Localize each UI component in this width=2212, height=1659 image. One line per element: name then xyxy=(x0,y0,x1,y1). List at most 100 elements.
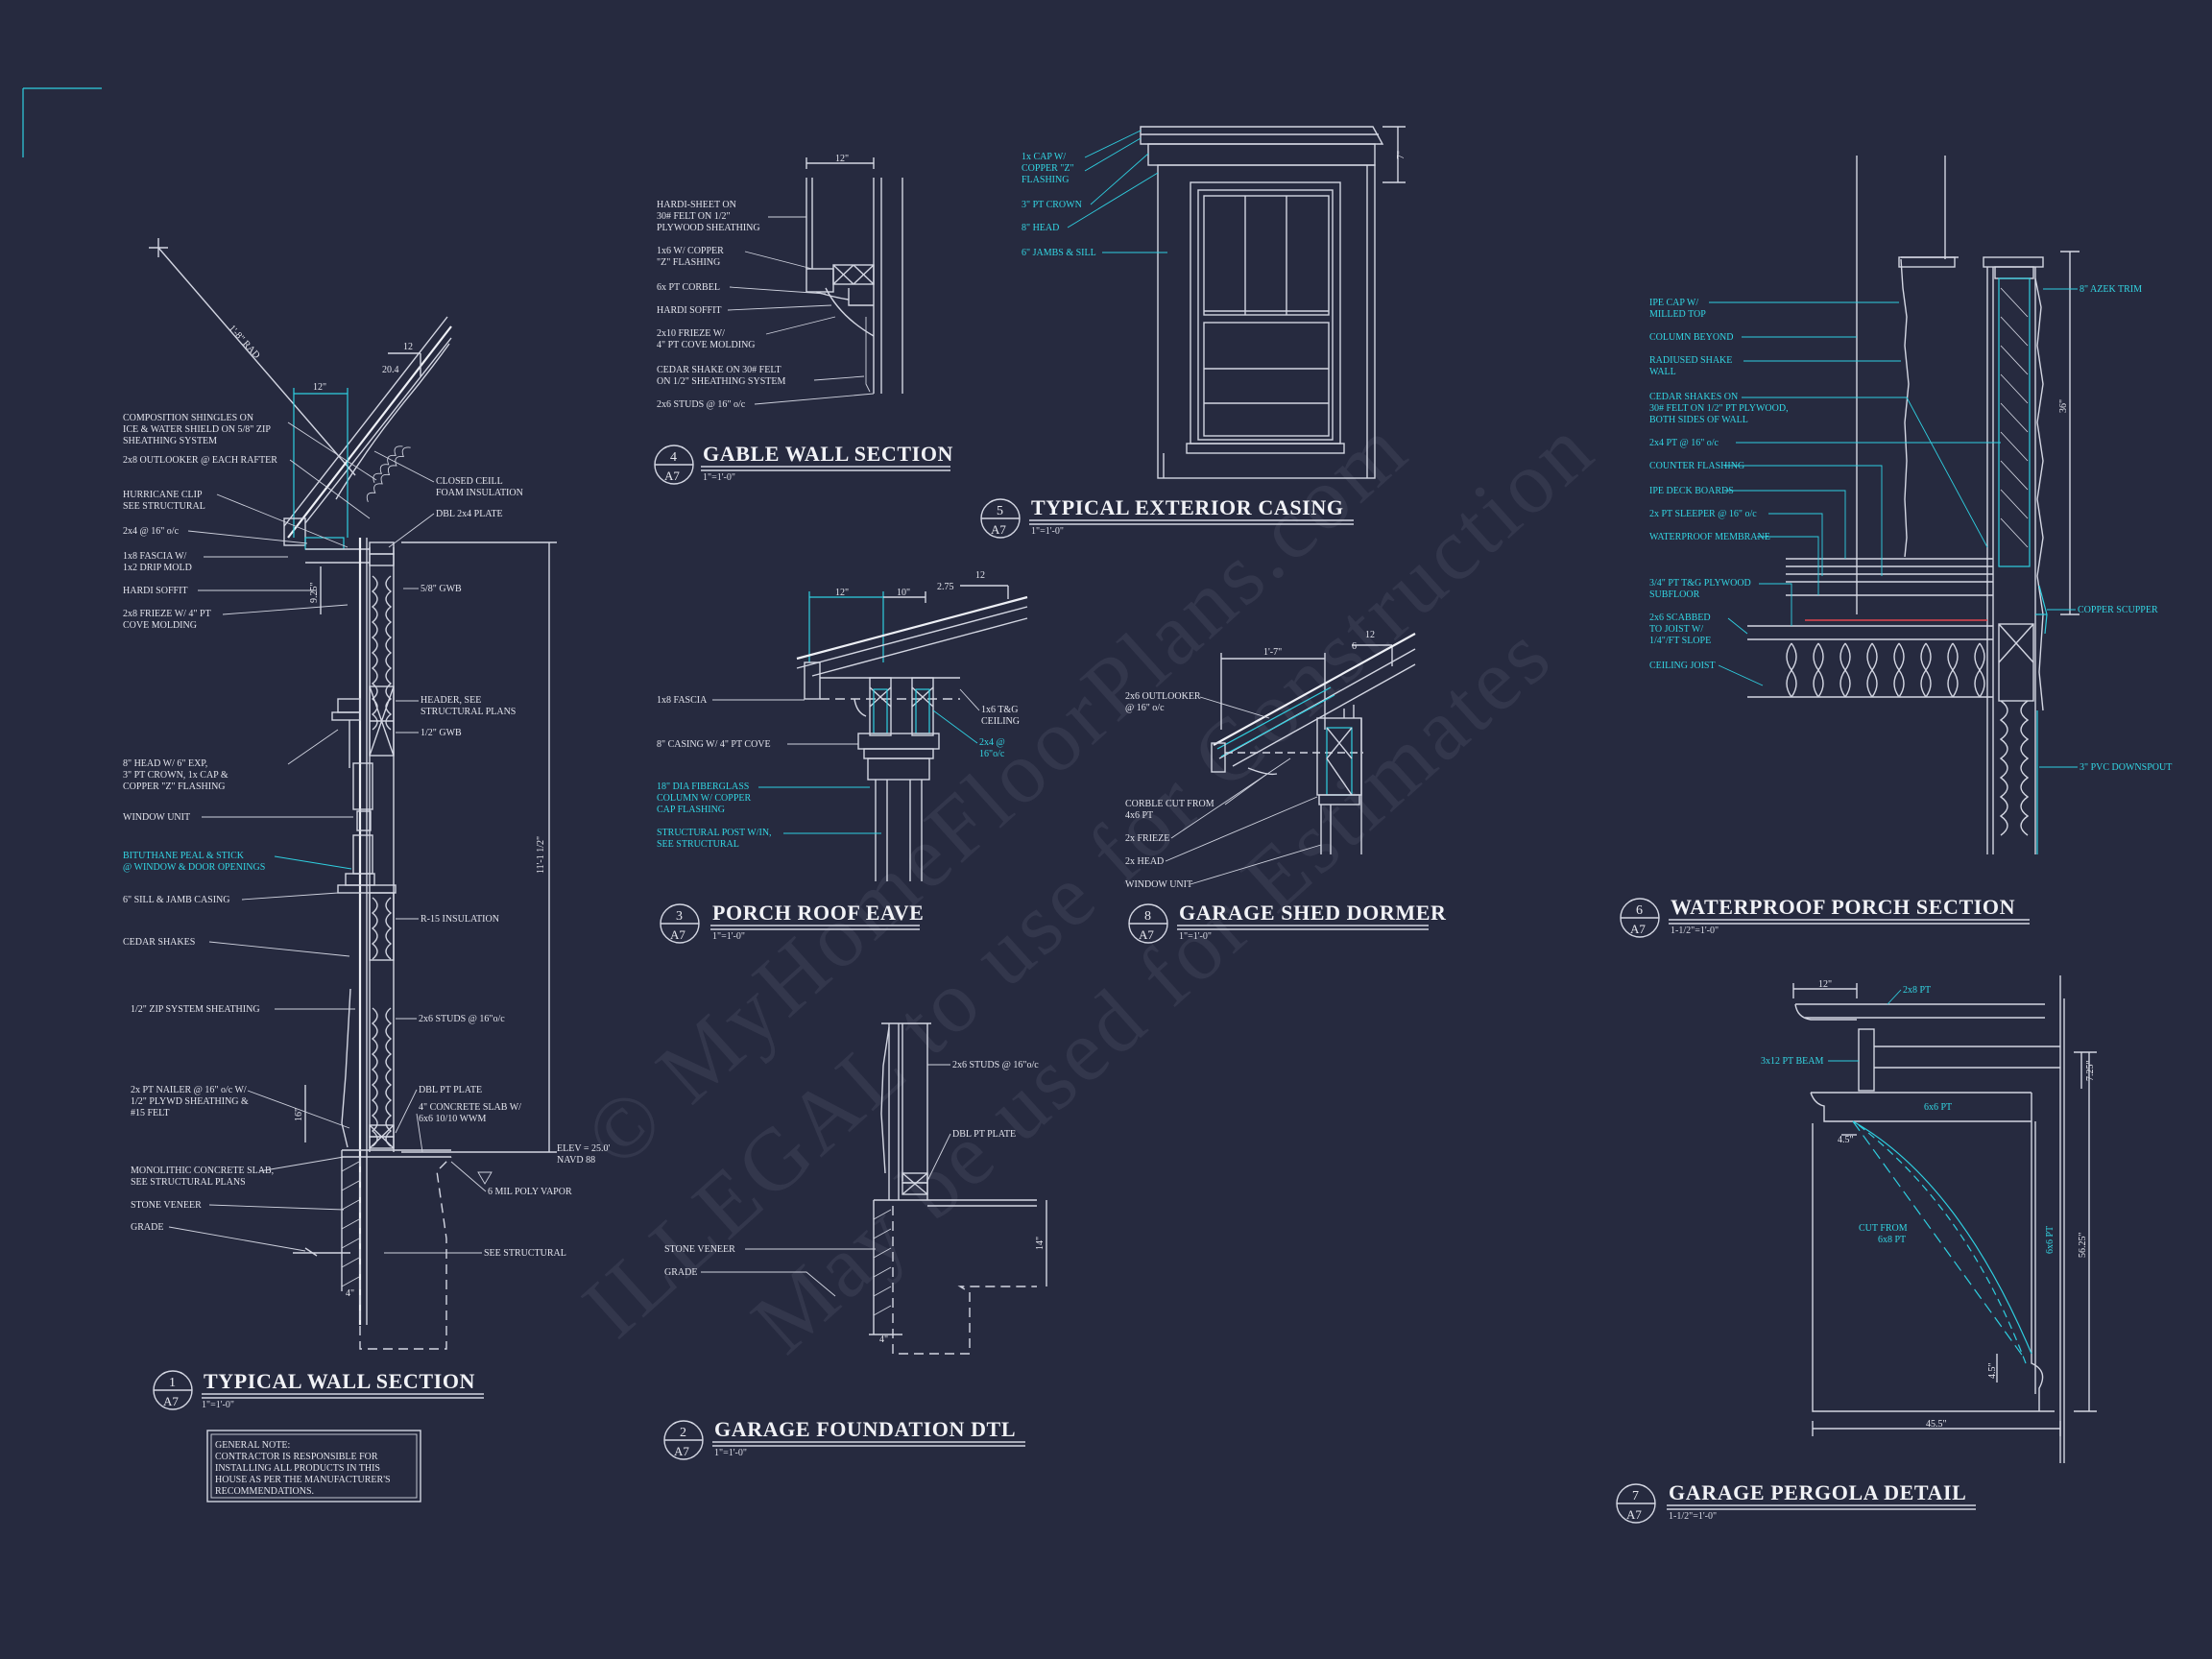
note: SHEATHING SYSTEM xyxy=(123,436,217,446)
detail-scale: 1"=1'-0" xyxy=(202,1400,234,1410)
note-cyan: 3" PT CROWN xyxy=(1022,200,1082,210)
note-cyan: IPE DECK BOARDS xyxy=(1649,486,1734,496)
note: 1/2" ZIP SYSTEM SHEATHING xyxy=(131,1004,260,1015)
note-cyan: TO JOIST W/ xyxy=(1649,624,1703,635)
detail-title: PORCH ROOF EAVE xyxy=(712,901,924,925)
dim-rad: 1'-8" RAD xyxy=(227,324,262,361)
detail-garage-foundation: 14" 4" 2x6 STUDS @ 16"o/c DBL PT PLATE S… xyxy=(663,1022,1047,1460)
dim-725in: 7.25" xyxy=(2085,1060,2096,1081)
note-cyan: 6" JAMBS & SILL xyxy=(1022,248,1096,258)
note-cyan: 2x8 PT xyxy=(1903,985,1931,996)
note: HARDI-SHEET ON xyxy=(657,200,736,210)
note-cyan: COPPER SCUPPER xyxy=(2078,605,2158,615)
general-note-line: RECOMMENDATIONS. xyxy=(215,1486,314,1497)
dim-4in: 4" xyxy=(879,1334,888,1345)
note: 6x PT CORBEL xyxy=(657,282,720,293)
dim-overhang: 12" xyxy=(313,382,326,393)
note-cyan: RADIUSED SHAKE xyxy=(1649,355,1732,366)
note: ELEV = 25.0' xyxy=(557,1143,611,1154)
note-cyan: 2x4 PT @ 16" o/c xyxy=(1649,438,1719,448)
detail-sheet: A7 xyxy=(1626,1507,1642,1522)
note-cyan: WALL xyxy=(1649,367,1676,377)
note: WINDOW UNIT xyxy=(123,812,190,823)
general-note-line: INSTALLING ALL PRODUCTS IN THIS xyxy=(215,1463,380,1474)
watermark: © MyHomeFloorPlans.com ILLEGAL to use fo… xyxy=(565,397,1613,1371)
note: STONE VENEER xyxy=(131,1200,202,1211)
note: #15 FELT xyxy=(131,1108,169,1118)
note: 5/8" GWB xyxy=(421,584,462,594)
note: 2x6 OUTLOOKER xyxy=(1125,691,1201,702)
note: SEE STRUCTURAL PLANS xyxy=(131,1177,246,1188)
note: 2x8 OUTLOOKER @ EACH RAFTER xyxy=(123,455,277,466)
dim-slope-6: 6 xyxy=(1352,641,1357,652)
note-cyan: COUNTER FLASHING xyxy=(1649,461,1744,471)
note-cyan: BITUTHANE PEAL & STICK xyxy=(123,851,245,861)
note: 2x10 FRIEZE W/ xyxy=(657,328,725,339)
detail-sheet: A7 xyxy=(674,1444,689,1458)
note-cyan: STRUCTURAL POST W/IN, xyxy=(657,828,772,838)
note: 2x FRIEZE xyxy=(1125,833,1169,844)
note: CLOSED CEILL xyxy=(436,476,503,487)
note: ICE & WATER SHIELD ON 5/8" ZIP xyxy=(123,424,271,435)
detail-number: 1 xyxy=(169,1376,176,1390)
title-block-detail-2: 2 A7 GARAGE FOUNDATION DTL 1"=1'-0" xyxy=(663,1417,1025,1460)
note: 8" CASING W/ 4" PT COVE xyxy=(657,739,771,750)
note: 1x8 FASCIA xyxy=(657,695,708,706)
note-cyan: IPE CAP W/ xyxy=(1649,298,1698,308)
detail-scale: 1"=1'-0" xyxy=(703,472,735,483)
note-cyan: COLUMN BEYOND xyxy=(1649,332,1734,343)
detail-title: TYPICAL EXTERIOR CASING xyxy=(1031,495,1344,519)
note-cyan: 8" AZEK TRIM xyxy=(2080,284,2142,295)
note: 4" CONCRETE SLAB W/ xyxy=(419,1102,521,1113)
title-block-detail-3: 3 A7 PORCH ROOF EAVE 1"=1'-0" xyxy=(660,901,924,944)
detail-exterior-casing: 7" 1x CAP W/ COPPER "Z" FLASHING 3" PT C… xyxy=(980,126,1407,539)
general-note-line: CONTRACTOR IS RESPONSIBLE FOR xyxy=(215,1452,378,1462)
note-cyan: 16"o/c xyxy=(979,749,1005,759)
note-cyan: FLASHING xyxy=(1022,175,1069,185)
note-cyan: 3x12 PT BEAM xyxy=(1761,1056,1823,1067)
note: 1/2" PLYWD SHEATHING & xyxy=(131,1096,249,1107)
detail-title: GARAGE FOUNDATION DTL xyxy=(714,1417,1016,1441)
note: HARDI SOFFIT xyxy=(657,305,722,316)
note-cyan: SEE STRUCTURAL xyxy=(657,839,739,850)
dim-4in: 4" xyxy=(346,1288,354,1299)
general-note-line: GENERAL NOTE: xyxy=(215,1440,290,1451)
note-cyan: 6x6 PT xyxy=(1924,1102,1952,1113)
note-cyan: CEILING JOIST xyxy=(1649,661,1716,671)
detail-title: WATERPROOF PORCH SECTION xyxy=(1671,895,2015,919)
detail-scale: 1"=1'-0" xyxy=(712,931,745,942)
note: 30# FELT ON 1/2" xyxy=(657,211,731,222)
dim-5625in: 56.25" xyxy=(2078,1232,2088,1258)
detail-number: 7 xyxy=(1632,1489,1639,1503)
dim-overall-height: 11'-1 1/2" xyxy=(536,836,546,874)
dim-36in: 36" xyxy=(2058,399,2069,413)
note: WINDOW UNIT xyxy=(1125,879,1192,890)
note: GRADE xyxy=(664,1267,697,1278)
detail-sheet: A7 xyxy=(664,469,680,483)
detail-number: 8 xyxy=(1144,909,1151,924)
note: GRADE xyxy=(131,1222,163,1233)
note-cyan: 1/4"/FT SLOPE xyxy=(1649,636,1711,646)
note: 8" HEAD W/ 6" EXP, xyxy=(123,758,207,769)
detail-sheet: A7 xyxy=(163,1394,179,1408)
detail-garage-shed-dormer: 1'-7" 12 6 2x6 OUTLOOKER @ 16" o/c CORBL… xyxy=(1125,630,1446,944)
title-block-detail-5: 5 A7 TYPICAL EXTERIOR CASING 1"=1'-0" xyxy=(980,495,1354,539)
detail-scale: 1-1/2"=1'-0" xyxy=(1671,926,1719,936)
detail-sheet: A7 xyxy=(991,522,1006,537)
note-cyan: 2x6 SCABBED xyxy=(1649,613,1711,623)
note-cyan: 30# FELT ON 1/2" PT PLYWOOD, xyxy=(1649,403,1789,414)
dim-1-7: 1'-7" xyxy=(1263,647,1282,658)
note: 6" SILL & JAMB CASING xyxy=(123,895,230,905)
note: 6 MIL POLY VAPOR xyxy=(488,1187,572,1197)
dim-12in: 12" xyxy=(835,588,849,598)
detail-number: 4 xyxy=(670,450,677,465)
note: 1/2" GWB xyxy=(421,728,462,738)
dim-slope-12: 12 xyxy=(403,342,413,352)
note: PLYWOOD SHEATHING xyxy=(657,223,760,233)
watermark-line-3: May be used for Estimates xyxy=(733,604,1571,1371)
note-cyan: COLUMN W/ COPPER xyxy=(657,793,751,804)
note: 6x6 10/10 WWM xyxy=(419,1114,486,1124)
detail-sheet: A7 xyxy=(1139,927,1154,942)
note-cyan: 8" HEAD xyxy=(1022,223,1059,233)
dim-16in: 16" xyxy=(294,1108,304,1121)
